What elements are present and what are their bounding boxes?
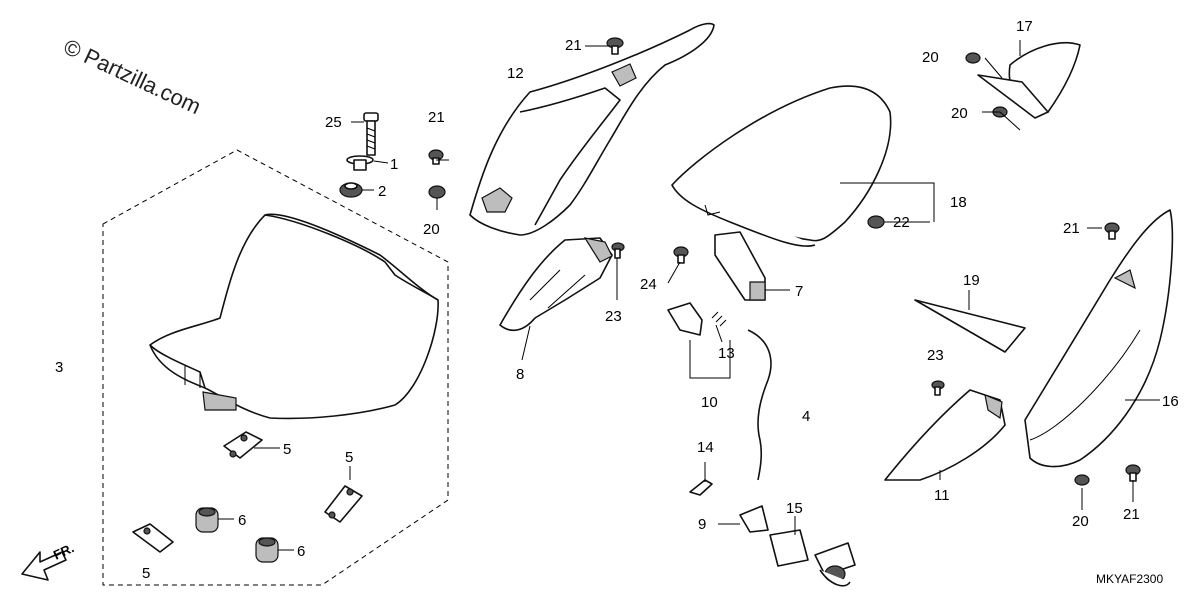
callout-22: 22	[893, 214, 910, 231]
callout-21b: 21	[428, 109, 445, 126]
callout-8: 8	[516, 366, 524, 383]
callout-2: 2	[378, 183, 386, 200]
callout-20c: 20	[951, 105, 968, 122]
part-10-seat-latch[interactable]	[667, 302, 703, 336]
part-11-lower-bracket[interactable]	[884, 389, 1006, 481]
fastener-23-b[interactable]	[931, 380, 945, 396]
callout-4: 4	[802, 408, 810, 425]
part-5-cushion-b[interactable]	[324, 485, 363, 523]
callout-labels: 25 1 2 3 5 5 5 6 6 12 21 21 20 8 23 24 7…	[55, 18, 1179, 582]
callout-19: 19	[963, 272, 980, 289]
callout-23a: 23	[605, 308, 622, 325]
callout-17: 17	[1016, 18, 1033, 35]
callout-24: 24	[640, 276, 657, 293]
part-8-inner-panel[interactable]	[499, 237, 613, 332]
part-13-spring[interactable]	[711, 311, 727, 327]
part-3-main-seat[interactable]	[149, 213, 439, 420]
part-17-cover[interactable]	[977, 41, 1081, 119]
part-14-clip[interactable]	[689, 479, 713, 496]
callout-3: 3	[55, 359, 63, 376]
part-15-key-cylinder[interactable]	[769, 529, 856, 587]
callout-14: 14	[697, 439, 714, 456]
seat-assembly-boundary	[102, 149, 449, 586]
part-6-rubber-a[interactable]	[195, 507, 219, 533]
callout-7: 7	[795, 283, 803, 300]
callout-12: 12	[507, 65, 524, 82]
callout-23b: 23	[927, 347, 944, 364]
fastener-22[interactable]	[867, 215, 885, 229]
callout-20d: 20	[1072, 513, 1089, 530]
callout-5b: 5	[345, 449, 353, 466]
leader-lines	[218, 40, 1160, 551]
fastener-20-top[interactable]	[965, 52, 981, 64]
callout-6b: 6	[297, 543, 305, 560]
callout-21a: 21	[565, 37, 582, 54]
fastener-21-left[interactable]	[428, 149, 444, 165]
callout-20b: 20	[922, 49, 939, 66]
callout-25: 25	[325, 114, 342, 131]
callout-20a: 20	[423, 221, 440, 238]
watermark: © Partzilla.com	[60, 34, 205, 119]
fastener-20-right-bottom[interactable]	[1074, 474, 1090, 486]
callout-1: 1	[390, 156, 398, 173]
fastener-21-top[interactable]	[606, 37, 624, 55]
fastener-21-right-bottom[interactable]	[1125, 464, 1141, 482]
part-19-wedge[interactable]	[914, 299, 1026, 353]
fastener-20-left[interactable]	[428, 185, 446, 199]
callout-9: 9	[698, 516, 706, 533]
part-9-plate[interactable]	[739, 505, 769, 533]
front-direction-arrow: FR.	[21, 540, 76, 581]
callout-10: 10	[701, 394, 718, 411]
part-12-rear-cowl[interactable]	[469, 22, 715, 236]
diagram-code: MKYAF2300	[1096, 572, 1163, 586]
front-label: FR.	[51, 540, 76, 562]
part-6-rubber-b[interactable]	[255, 537, 279, 563]
part-7-latch-bracket[interactable]	[714, 231, 766, 301]
callout-16: 16	[1162, 393, 1179, 410]
part-25-bolt[interactable]	[363, 112, 379, 156]
fastener-21-right-top[interactable]	[1104, 222, 1120, 240]
callout-5c: 5	[142, 565, 150, 582]
callout-18: 18	[950, 194, 967, 211]
part-4-seat-cable[interactable]	[747, 329, 772, 481]
part-5-cushion-a[interactable]	[223, 431, 263, 459]
fastener-23-a[interactable]	[611, 242, 625, 259]
callout-11: 11	[934, 487, 950, 504]
part-5-cushion-c[interactable]	[132, 523, 174, 553]
part-2-grommet[interactable]	[339, 182, 363, 198]
callout-6a: 6	[238, 512, 246, 529]
part-16-side-cover[interactable]	[1024, 209, 1174, 468]
fastener-24[interactable]	[673, 246, 689, 264]
callout-15: 15	[786, 500, 803, 517]
callout-21d: 21	[1123, 506, 1140, 523]
part-1-collar[interactable]	[346, 155, 374, 171]
part-18-pillion-seat[interactable]	[671, 85, 892, 247]
callout-5a: 5	[283, 441, 291, 458]
callout-21c: 21	[1063, 220, 1080, 237]
callout-13: 13	[718, 345, 735, 362]
